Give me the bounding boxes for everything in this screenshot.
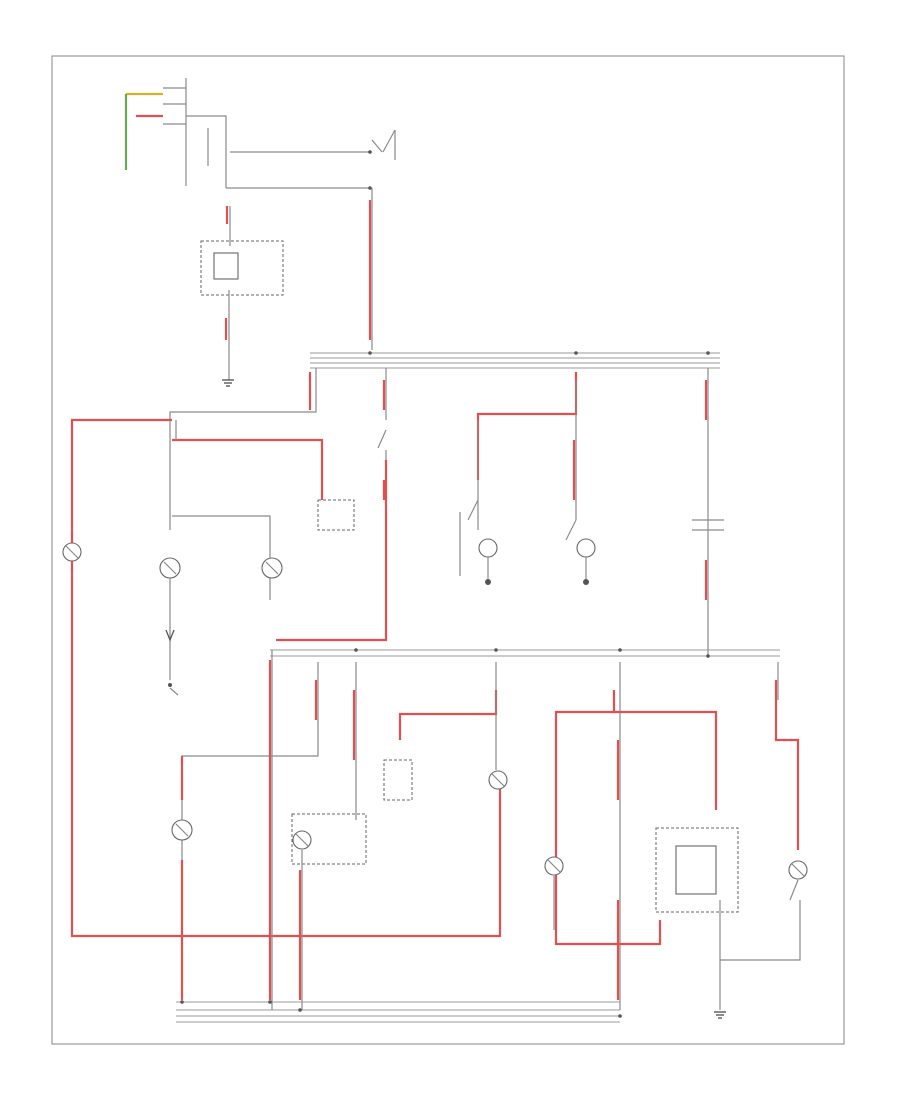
lamp-upper-mid (488, 770, 508, 790)
lamp-lower-right (544, 856, 564, 930)
lamp-lower-mid (291, 813, 367, 1010)
diagram-frame (51, 55, 845, 1045)
door-switch (276, 368, 388, 642)
switch-box-mid (383, 759, 413, 801)
upper-bus (310, 352, 720, 369)
switch-ground (168, 683, 179, 696)
lower-bus (176, 1001, 620, 1023)
relay-module (200, 206, 284, 380)
battery-feed (124, 78, 370, 189)
lamp-fuel-gauge (159, 557, 181, 680)
splice-points (180, 351, 710, 1018)
lamp-left (62, 542, 82, 562)
switch-far-right (774, 662, 808, 901)
middle-bus (270, 649, 780, 657)
control-module (655, 827, 801, 1010)
lamp-mid (261, 557, 283, 579)
connector-right (692, 368, 724, 655)
lamp-lower-left (171, 819, 193, 1000)
ground-symbol (222, 379, 234, 387)
ground-right (714, 1011, 726, 1019)
courtesy-lamp-2 (565, 380, 596, 585)
sender-box (317, 499, 355, 531)
headlight-switch (368, 129, 396, 190)
courtesy-lamp-1 (459, 372, 578, 585)
